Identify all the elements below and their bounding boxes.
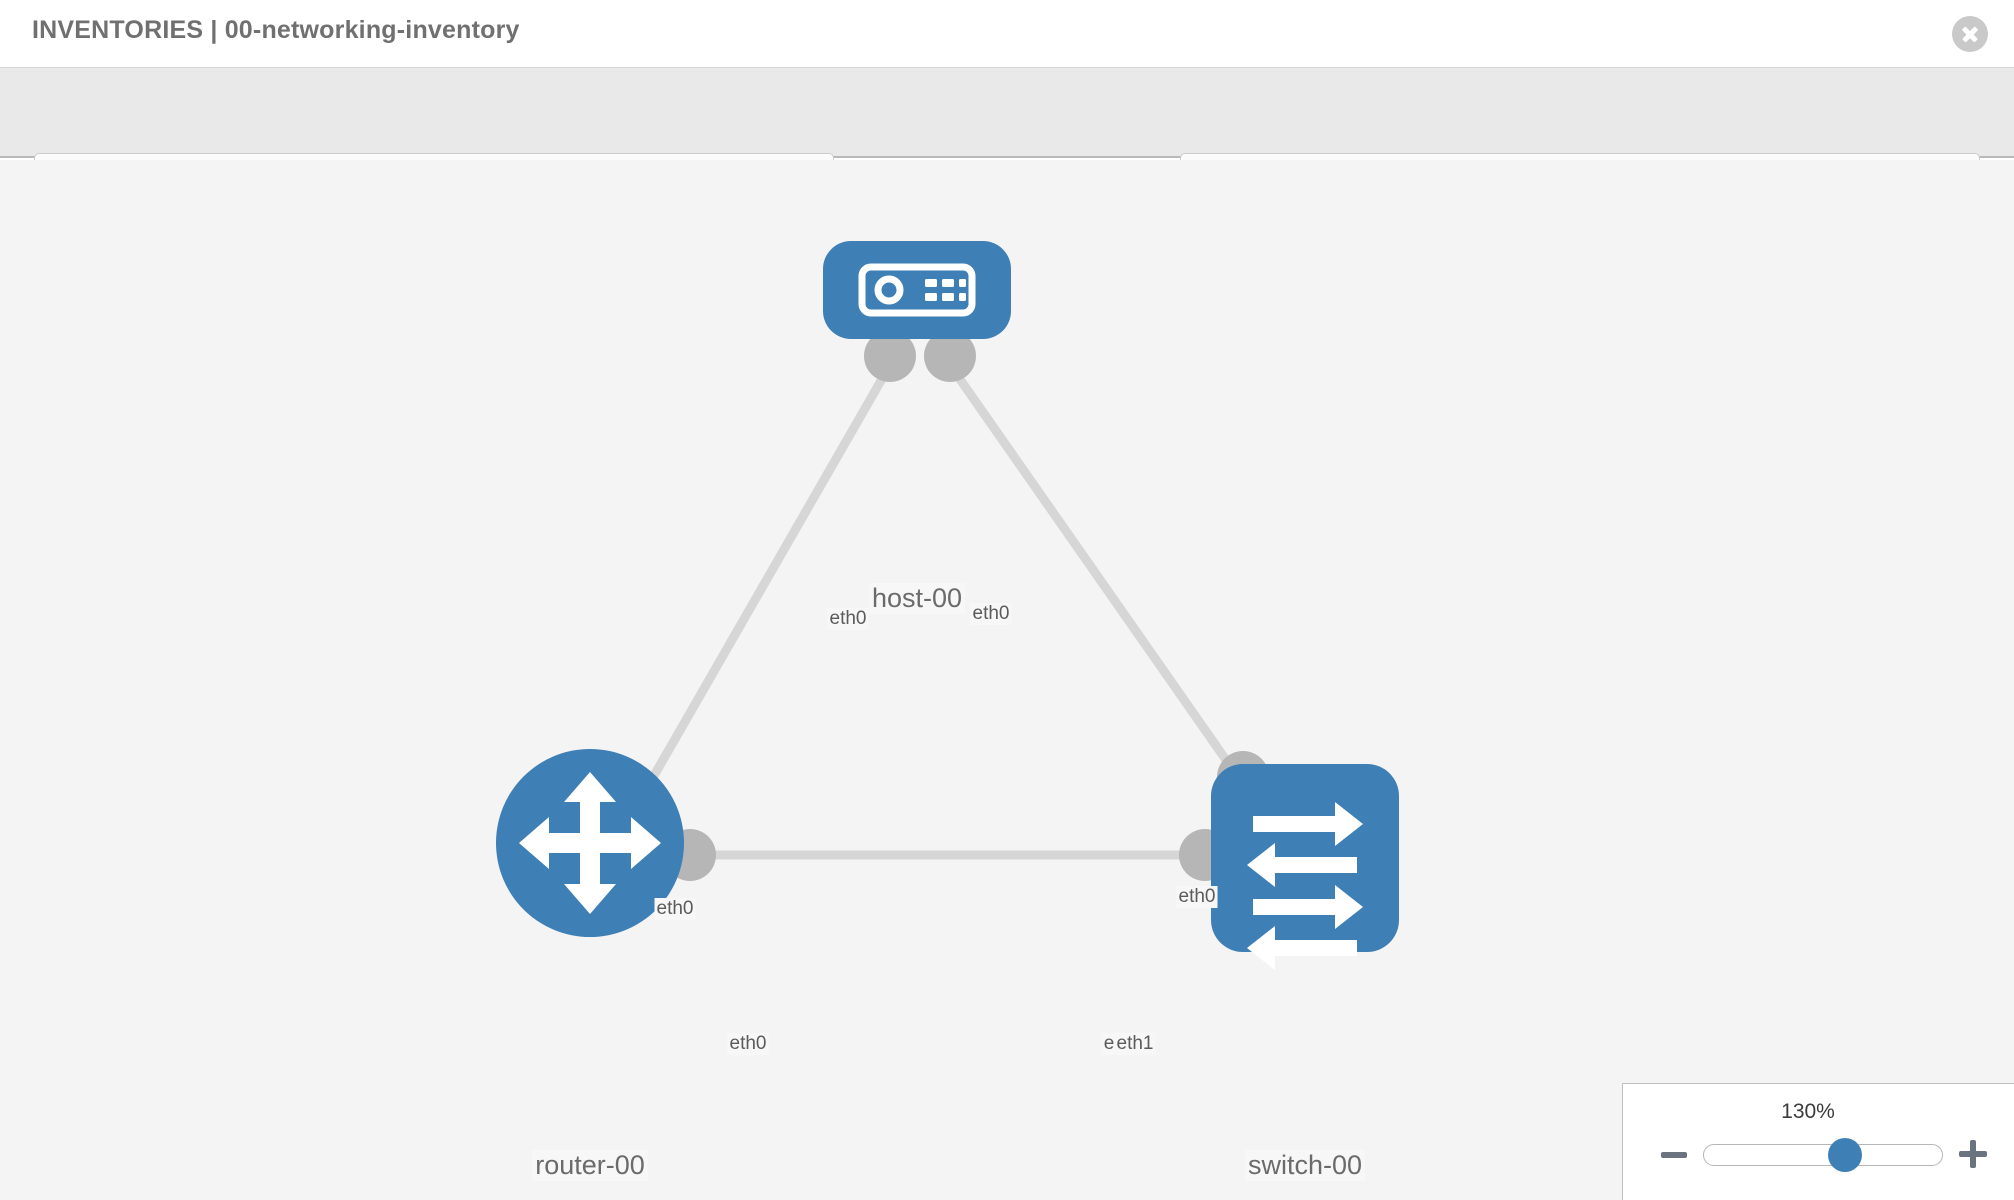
close-icon[interactable]	[1952, 16, 1988, 52]
zoom-out-button[interactable]	[1661, 1152, 1687, 1158]
connector-host-left	[864, 330, 916, 382]
zoom-slider-thumb[interactable]	[1828, 1138, 1862, 1172]
topology-graph	[496, 241, 1399, 970]
zoom-control-panel: 130%	[1622, 1083, 2014, 1200]
iface-label-router-eth0-side: eth0	[727, 1033, 769, 1055]
toolbar: ACTIONS SEARC	[0, 68, 2014, 205]
node-switch-00	[1211, 764, 1399, 970]
link-host-switch	[945, 360, 1245, 785]
node-label-switch-00: switch-00	[1244, 1150, 1366, 1181]
iface-label-host-eth0-right: eth0	[970, 603, 1012, 625]
zoom-in-button[interactable]	[1959, 1140, 1987, 1168]
node-label-router-00: router-00	[532, 1150, 648, 1181]
iface-label-router-eth0-up: eth0	[654, 898, 696, 920]
node-host-00	[823, 241, 1011, 339]
iface-label-host-eth0-left: eth0	[827, 608, 869, 630]
page-header: INVENTORIES | 00-networking-inventory	[0, 0, 2014, 68]
zoom-slider-track[interactable]	[1703, 1138, 1943, 1172]
zoom-level-readout: 130%	[1781, 1100, 1835, 1123]
connector-host-right	[924, 330, 976, 382]
iface-label-switch-eth0-up: eth0	[1176, 886, 1218, 908]
node-label-host-00: host-00	[868, 583, 966, 614]
link-host-router	[635, 360, 895, 805]
topology-canvas[interactable]: host-00 router-00 switch-00 eth0 eth0 et…	[0, 160, 2014, 1200]
node-router-00	[496, 749, 684, 937]
topology-links	[635, 360, 1245, 860]
iface-label-switch-eth1: eth1	[1114, 1033, 1156, 1055]
page-title: INVENTORIES | 00-networking-inventory	[32, 16, 520, 44]
